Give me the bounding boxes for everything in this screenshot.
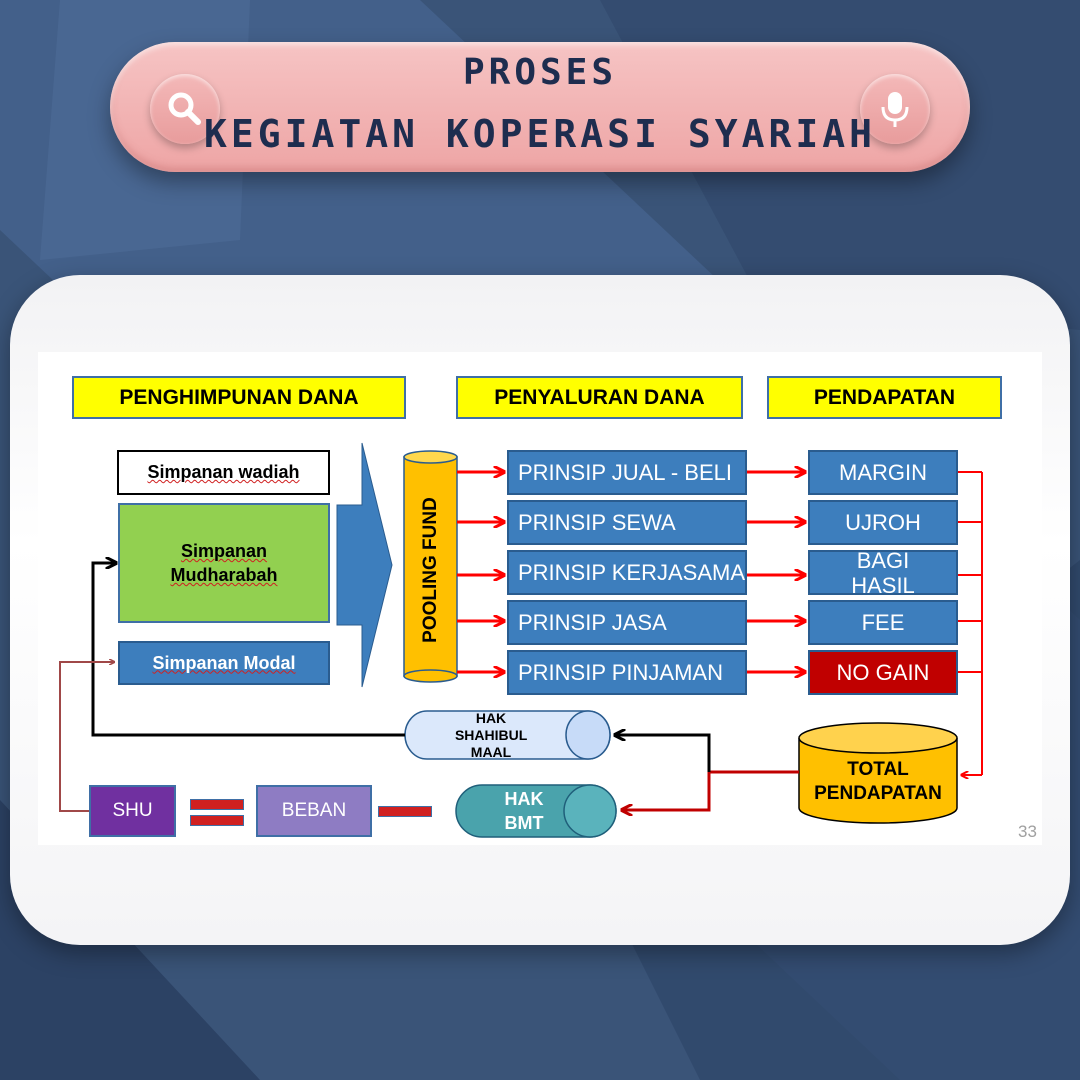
income-fee-box: FEE — [808, 600, 958, 645]
header-penyaluran-dana: PENYALURAN DANA — [456, 376, 743, 419]
page-title-line2: KEGIATAN KOPERASI SYARIAH — [204, 112, 876, 156]
header-penghimpunan-dana: PENGHIMPUNAN DANA — [72, 376, 406, 419]
income-ujroh-box: UJROH — [808, 500, 958, 545]
simpanan-mudharabah-box: Simpanan Mudharabah — [118, 503, 330, 623]
prinsip-jual-beli-box: PRINSIP JUAL - BELI — [507, 450, 747, 495]
income-margin-box: MARGIN — [808, 450, 958, 495]
hak-shahibul-maal-cylinder — [404, 710, 611, 760]
hak-shahibul-maal-label: HAK SHAHIBUL MAAL — [454, 709, 528, 760]
page-number: 33 — [1018, 822, 1037, 841]
total-pendapatan-label: TOTAL PENDAPATAN — [814, 759, 942, 804]
search-icon — [168, 92, 201, 125]
search-button[interactable] — [150, 74, 220, 144]
shu-box: SHU — [89, 785, 176, 837]
prinsip-pinjaman-box: PRINSIP PINJAMAN — [507, 650, 747, 695]
hak-bmt-cylinder — [455, 784, 617, 838]
total-pendapatan-cylinder — [798, 722, 958, 824]
header-banner — [110, 42, 970, 172]
income-no-gain-box: NO GAIN — [808, 650, 958, 695]
page-title-line1: PROSES — [462, 52, 618, 93]
equals-sign-top — [190, 799, 244, 810]
simpanan-wadiah-box: Simpanan wadiah — [117, 450, 330, 495]
minus-sign — [378, 806, 432, 817]
income-bagi-hasil-box: BAGI HASIL — [808, 548, 958, 598]
pooling-fund-label-wrap: POOLING FUND — [398, 485, 464, 655]
beban-box: BEBAN — [256, 785, 372, 837]
hak-bmt-label: HAK BMT — [504, 789, 544, 833]
simpanan-modal-box: Simpanan Modal — [118, 641, 330, 685]
prinsip-sewa-box: PRINSIP SEWA — [507, 500, 747, 545]
equals-sign-bottom — [190, 815, 244, 826]
pooling-fund-cylinder — [403, 450, 458, 683]
header-pendapatan: PENDAPATAN — [767, 376, 1002, 419]
prinsip-kerjasama-box: PRINSIP KERJASAMA — [507, 550, 747, 595]
pooling-fund-label: POOLING FUND — [420, 497, 442, 643]
microphone-button[interactable] — [860, 74, 930, 144]
microphone-icon — [881, 92, 909, 127]
prinsip-jasa-box: PRINSIP JASA — [507, 600, 747, 645]
flow-chevron — [336, 442, 393, 688]
